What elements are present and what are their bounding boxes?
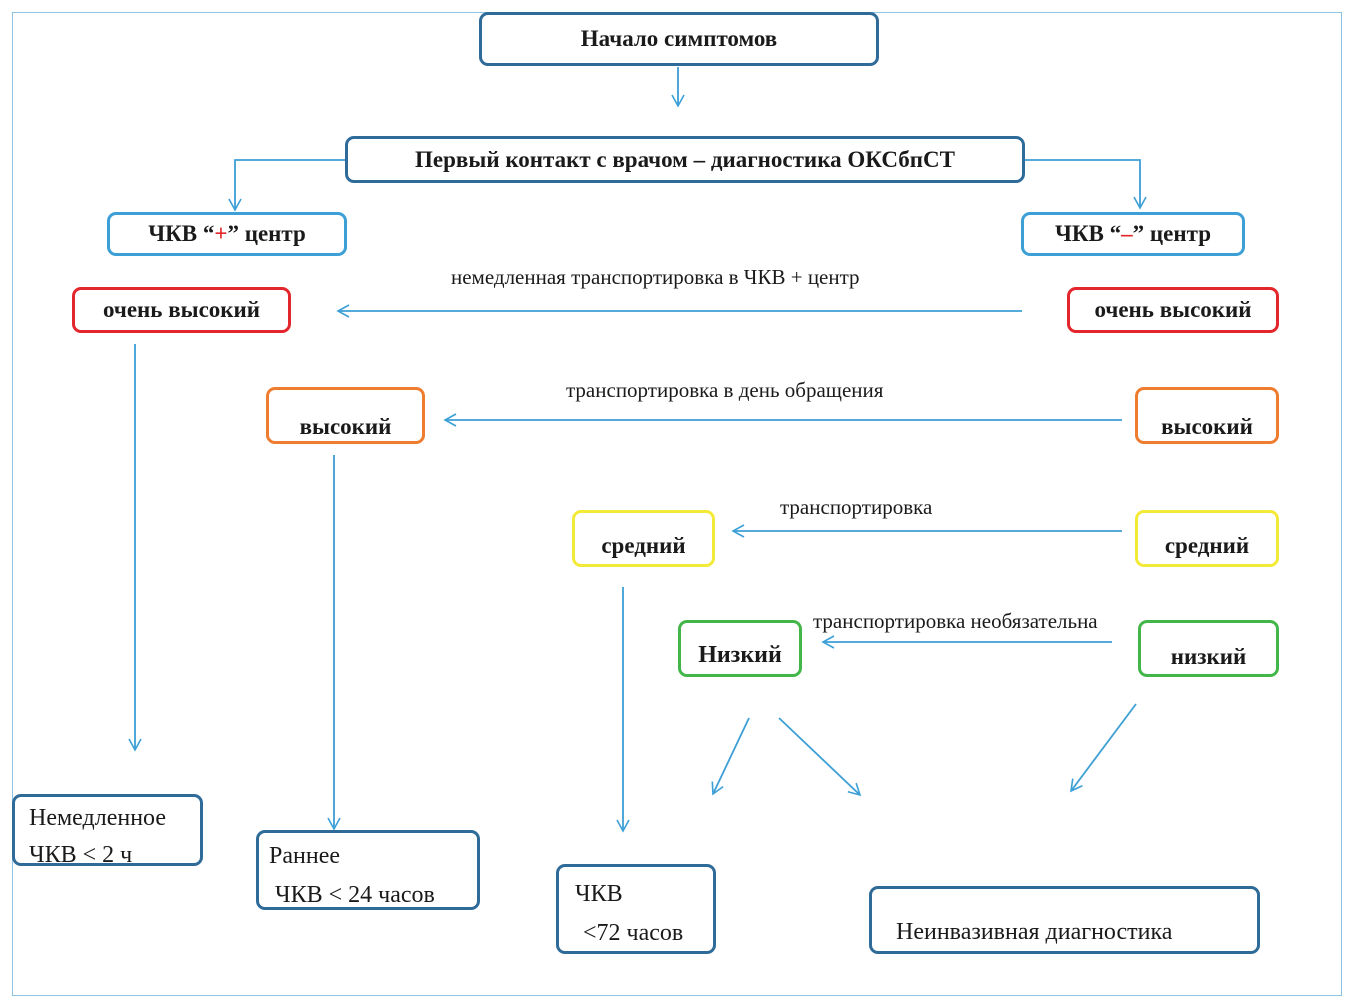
outcome-pci72-line1: ЧКВ	[575, 881, 623, 907]
arrow-right-low-to-noninvasive	[1070, 703, 1137, 793]
risk-medium-left-label: средний	[601, 532, 686, 558]
risk-medium-right-label: средний	[1164, 532, 1250, 558]
pci-minus-center-label: ЧКВ “–” центр	[1055, 221, 1211, 246]
pci-plus-center-box: ЧКВ “+” центр	[107, 212, 347, 256]
risk-low-left-label: Низкий	[698, 642, 782, 668]
outcome-pci72-line2: <72 часов	[583, 920, 684, 946]
outcome-noninvasive-label: Неинвазивная диагностика	[896, 919, 1173, 945]
arrow-contact-to-pci-minus	[1024, 159, 1147, 210]
outcome-immediate-box: Немедленное ЧКВ < 2 ч	[12, 794, 203, 866]
pci-plus-center-label: ЧКВ “+” центр	[148, 221, 306, 246]
risk-high-right-box: высокий	[1135, 387, 1279, 444]
risk-high-left-box: высокий	[266, 387, 425, 444]
minus-sign: –	[1121, 221, 1133, 246]
outcome-early-line2: ЧКВ < 24 часов	[275, 882, 435, 908]
arrow-low-to-pci72	[711, 717, 750, 796]
outcome-noninvasive-box: Неинвазивная диагностика	[869, 886, 1260, 954]
arrow-contact-to-pci-plus	[228, 159, 345, 212]
medium-transport-label: транспортировка	[780, 495, 933, 519]
risk-high-left-label: высокий	[299, 413, 392, 439]
risk-medium-left-box: средний	[572, 510, 715, 567]
risk-very-high-left-box: очень высокий	[72, 287, 291, 333]
outcome-early-box: Раннее ЧКВ < 24 часов	[256, 830, 480, 910]
risk-very-high-right-label: очень высокий	[1094, 297, 1252, 322]
low-transport-label: транспортировка необязательна	[813, 609, 1098, 633]
start-box: Начало симптомов	[479, 12, 879, 66]
high-transport-label: транспортировка в день обращения	[566, 378, 884, 402]
arrow-low-to-noninvasive	[778, 717, 862, 797]
risk-very-high-left-label: очень высокий	[102, 297, 261, 322]
risk-very-high-right-box: очень высокий	[1067, 287, 1279, 333]
risk-low-left-box: Низкий	[678, 620, 802, 677]
start-label: Начало симптомов	[580, 26, 778, 51]
first-contact-label: Первый контакт с врачом – диагностика ОК…	[415, 146, 955, 172]
risk-low-right-label: низкий	[1170, 643, 1247, 669]
risk-medium-right-box: средний	[1135, 510, 1279, 567]
outcome-immediate-line1: Немедленное	[29, 805, 166, 831]
risk-low-right-box: низкий	[1138, 620, 1279, 677]
plus-sign: +	[214, 221, 228, 246]
very-high-transport-label: немедленная транспортировка в ЧКВ + цент…	[451, 265, 860, 289]
first-contact-box: Первый контакт с врачом – диагностика ОК…	[345, 136, 1025, 183]
risk-high-right-label: высокий	[1161, 413, 1253, 439]
outcome-immediate-line2: ЧКВ < 2 ч	[29, 842, 133, 863]
outcome-pci72-box: ЧКВ <72 часов	[556, 864, 716, 954]
outcome-early-line1: Раннее	[269, 843, 340, 869]
pci-minus-center-box: ЧКВ “–” центр	[1021, 212, 1245, 256]
